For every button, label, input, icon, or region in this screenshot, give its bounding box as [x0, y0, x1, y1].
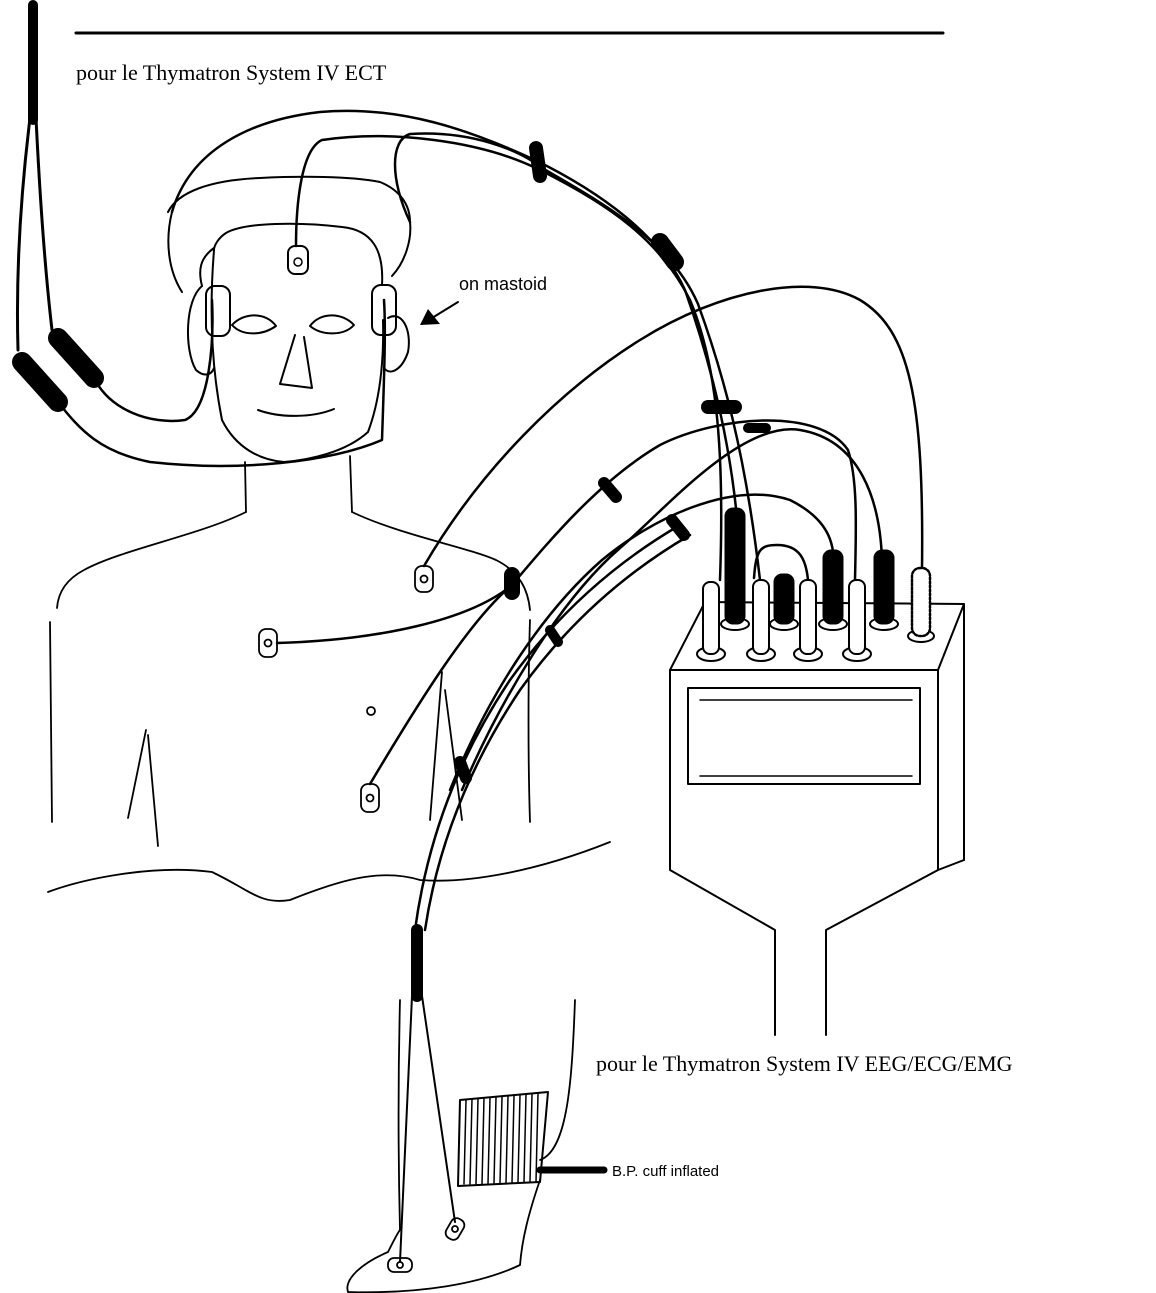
plug-black-2 [770, 574, 798, 630]
emg-clip-1 [460, 762, 466, 778]
plug-black-4 [870, 550, 898, 630]
plug-black-3 [819, 550, 847, 630]
module-display [688, 688, 920, 784]
forehead-electrode [288, 246, 308, 274]
plug-white-1 [697, 582, 725, 661]
plug-black-1 [721, 508, 749, 630]
ect-device-caption: pour le Thymatron System IV ECT [76, 60, 386, 86]
left-eye [232, 315, 276, 333]
bp-cuff-label: B.P. cuff inflated [612, 1163, 719, 1180]
left-mastoid-pad [206, 286, 230, 336]
mastoid-arrow [420, 302, 458, 325]
chest-electrodes [259, 566, 433, 812]
mastoid-label: on mastoid [459, 274, 547, 295]
eeg-cable-bundle [172, 111, 760, 580]
plug-dotted [908, 568, 934, 642]
connector-plugs [697, 508, 934, 661]
eeg-device-caption: pour le Thymatron System IV EEG/ECG/EMG [596, 1051, 1013, 1077]
ecg-clip-2 [604, 483, 616, 497]
patient-head [168, 177, 410, 462]
ect-cable-sleeve-2 [58, 338, 94, 378]
right-eye [310, 315, 354, 333]
bundle-clip-1 [536, 148, 540, 176]
eeg-module-box [670, 602, 964, 1035]
bundle-clip-2 [660, 242, 675, 262]
plug-white-4 [843, 580, 871, 661]
navel-marker [367, 707, 375, 715]
plug-white-2 [747, 580, 775, 661]
patient-torso [48, 456, 610, 901]
ect-cable-sleeve-1 [22, 362, 58, 402]
bp-cuff [458, 1092, 604, 1186]
ecg-clip-5 [550, 630, 558, 642]
patient-leg [347, 1000, 575, 1292]
mouth [258, 409, 334, 416]
plug-white-3 [794, 580, 822, 661]
emg-cable [400, 525, 808, 1262]
